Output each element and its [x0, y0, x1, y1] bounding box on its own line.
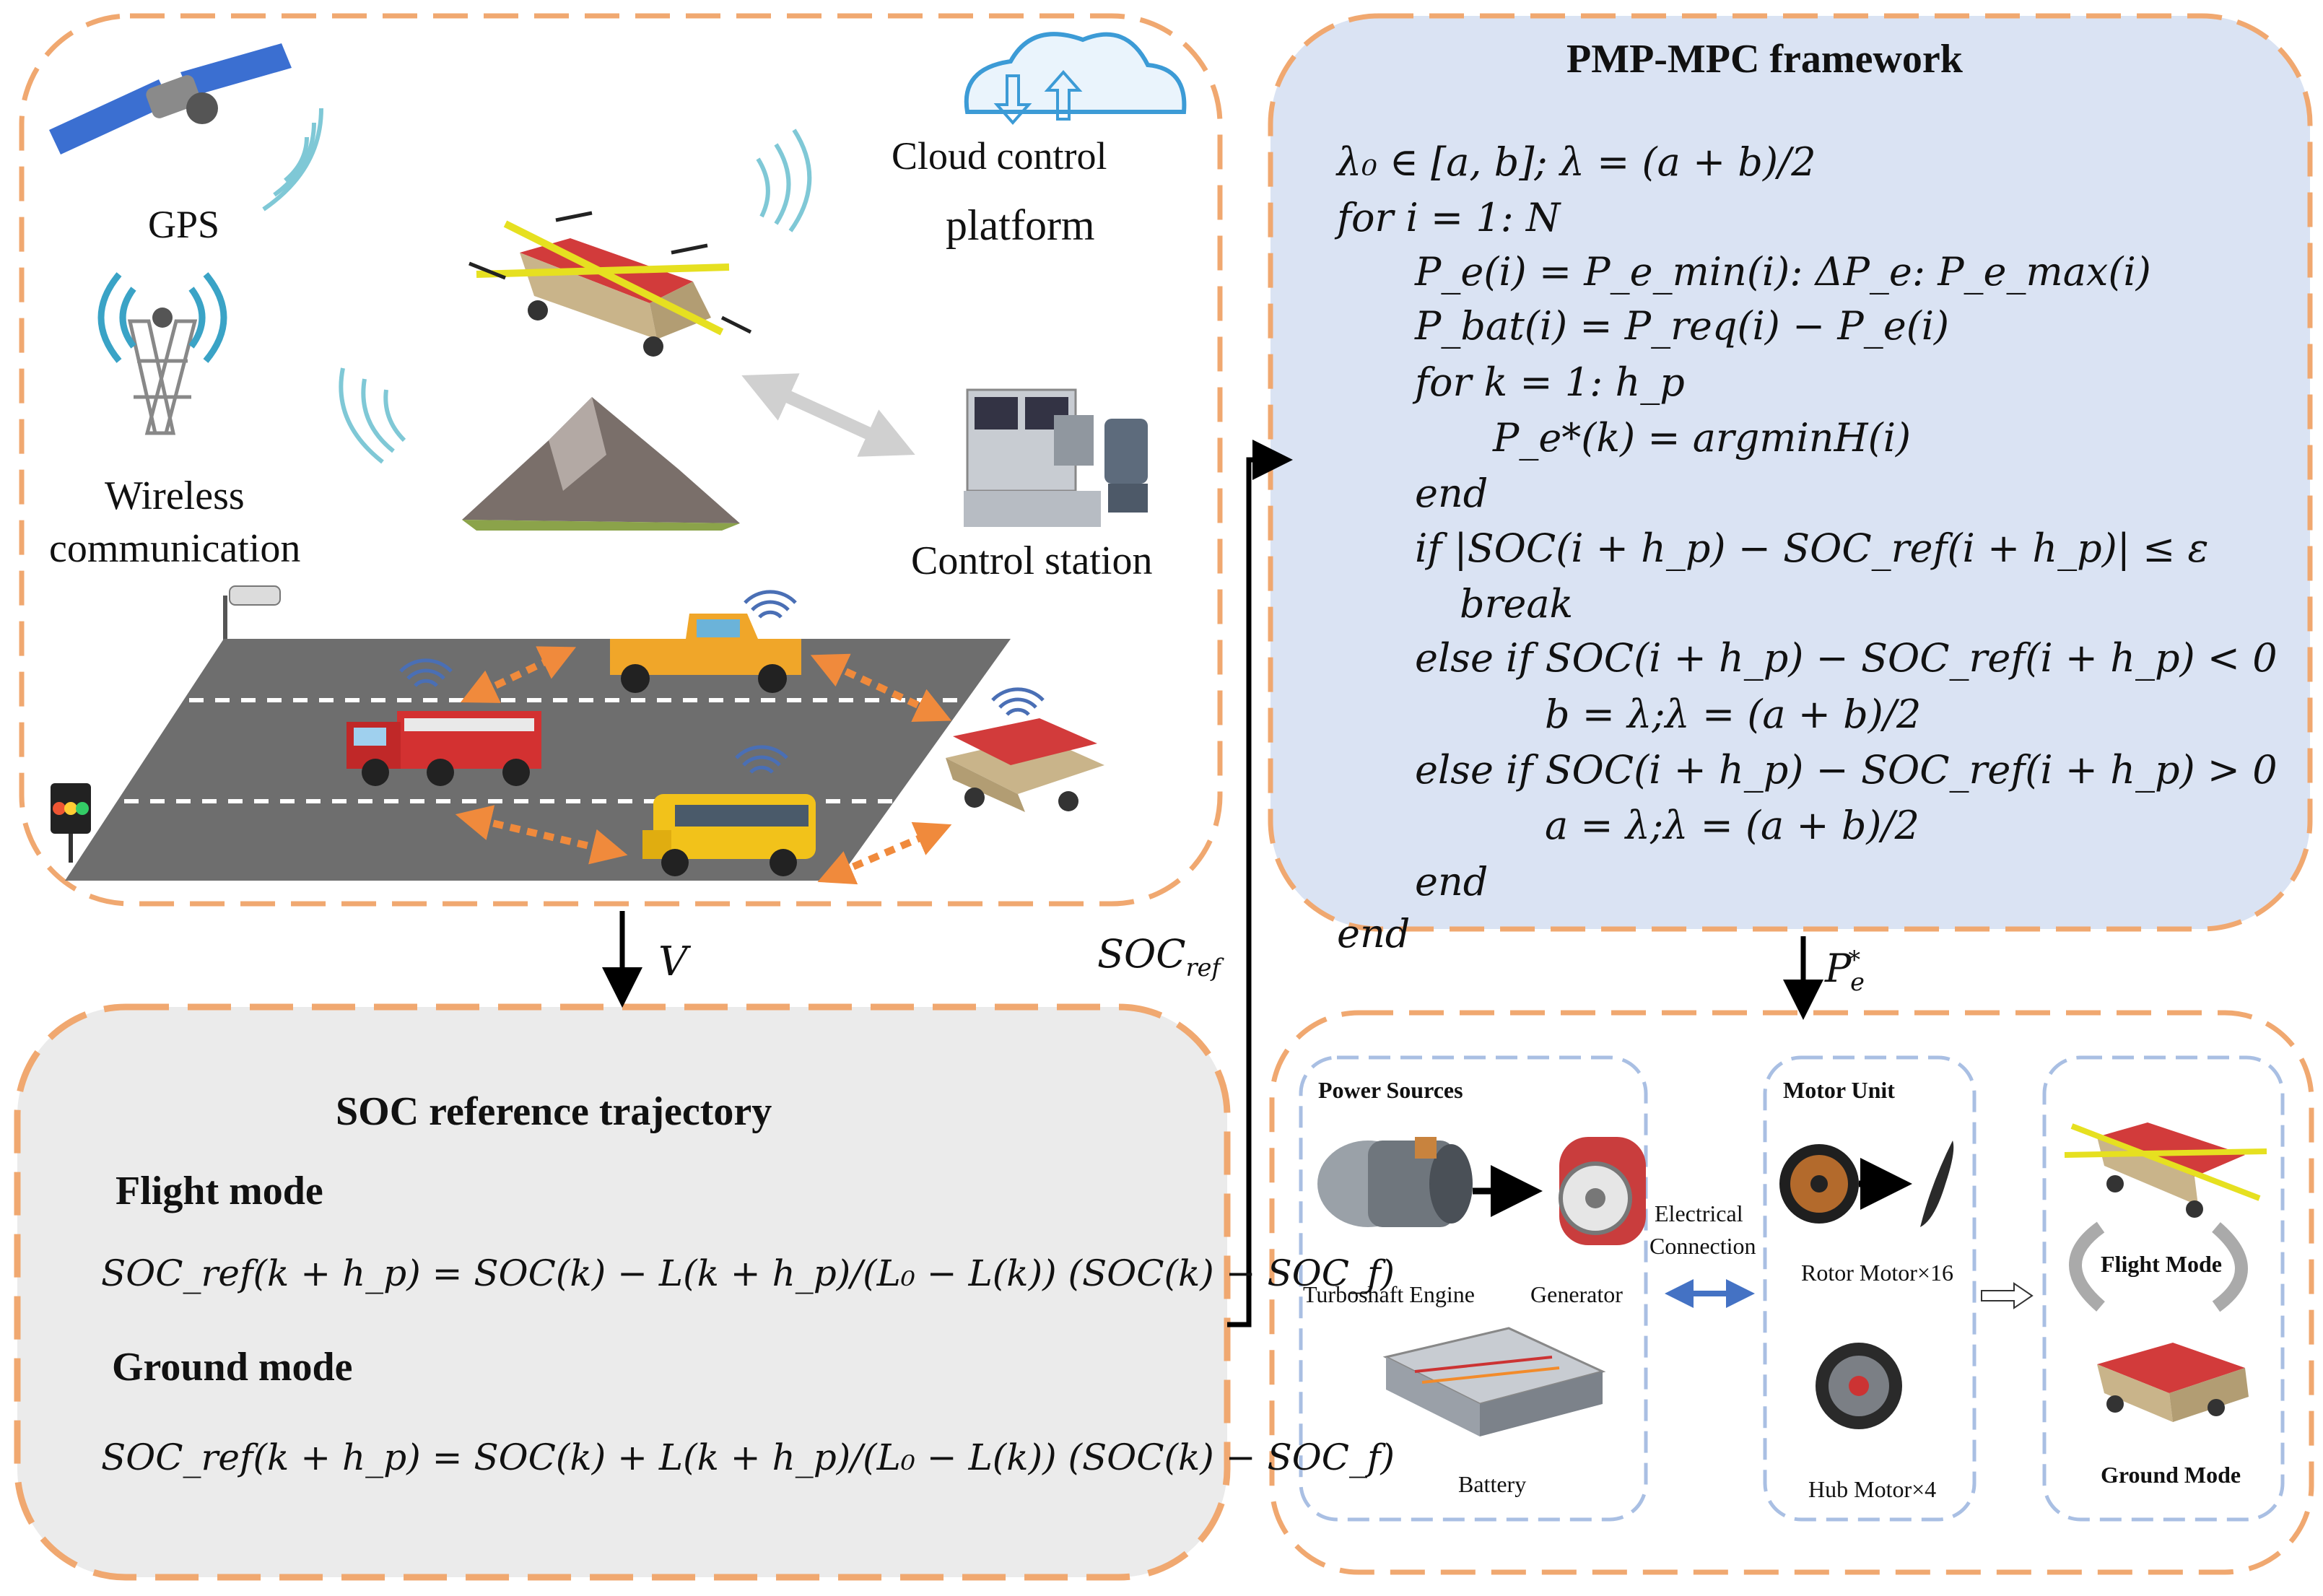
traffic-light-icon — [51, 783, 91, 863]
tower-icon — [97, 272, 227, 435]
power-sources-box — [1299, 1055, 1648, 1522]
mountain-icon — [462, 397, 740, 531]
battery-icon — [1382, 1327, 1606, 1436]
soc-ground-equation: SOC_ref(k + h_p) = SOC(k) + L(k + h_p)/(… — [101, 1436, 1395, 1478]
to-mode-arrow — [1981, 1282, 2034, 1309]
ground-car-icon — [946, 718, 1104, 812]
generator-label: Generator — [1530, 1281, 1623, 1307]
mode-cycle-arrow-right — [2212, 1222, 2248, 1312]
pmp-line-11: b = λ;λ = (a + b)/2 — [1545, 692, 1922, 737]
satellite-icon — [49, 43, 292, 154]
generator-icon — [1559, 1137, 1646, 1245]
mode-cycle-arrow-left — [2069, 1221, 2105, 1312]
pmp-line-14: end — [1415, 859, 1489, 904]
wireless-label-line2: communication — [49, 526, 301, 571]
pmp-line-4: P_bat(i) = P_req(i) − P_e(i) — [1415, 303, 1950, 349]
pmp-line-1: λ₀ ∈ [a, b]; λ = (a + b)/2 — [1337, 139, 1816, 185]
pmp-line-12: else if SOC(i + h_p) − SOC_ref(i + h_p) … — [1415, 747, 2278, 793]
pe-sup: * — [1848, 946, 1861, 974]
v2v-arrows — [455, 646, 952, 885]
soc-ground-mode-label: Ground mode — [112, 1345, 353, 1390]
pmp-line-13: a = λ;λ = (a + b)/2 — [1545, 803, 1920, 848]
pmp-line-5: for k = 1: h_p — [1415, 359, 1685, 405]
cloud-label-line1: Cloud control — [892, 134, 1107, 178]
hub-motor-icon — [1816, 1343, 1902, 1429]
mode-flying-car-icon — [2064, 1122, 2267, 1218]
power-sources-label: Power Sources — [1318, 1077, 1463, 1103]
motor-unit-label: Motor Unit — [1783, 1077, 1895, 1103]
pickup-truck-icon — [610, 614, 801, 693]
rotor-motor-icon — [1779, 1141, 1954, 1227]
soc-ref-sub: ref — [1185, 953, 1221, 982]
ground-mode-label: Ground Mode — [2101, 1462, 2241, 1488]
soc-ref-text: SOC — [1097, 931, 1186, 977]
electrical-label-1: Electrical — [1655, 1200, 1743, 1226]
pmp-line-9: break — [1460, 581, 1574, 627]
soc-flight-equation: SOC_ref(k + h_p) = SOC(k) − L(k + h_p)/(… — [101, 1252, 1395, 1294]
turboshaft-engine-icon — [1317, 1137, 1473, 1227]
soc-ref-label: SOCref — [1097, 931, 1221, 982]
pmp-line-2: for i = 1: N — [1337, 195, 1561, 240]
cloud-icon — [964, 32, 1187, 126]
pe-text: P — [1825, 946, 1852, 991]
motor-unit-box — [1763, 1055, 1976, 1522]
wifi-icons — [399, 590, 1045, 774]
soc-ref-arrow — [1227, 440, 1293, 1327]
rotor-motor-label: Rotor Motor×16 — [1801, 1260, 1953, 1286]
pmp-line-3: P_e(i) = P_e_min(i): ΔP_e: P_e_max(i) — [1415, 249, 2151, 295]
signal-waves-icon — [262, 108, 812, 464]
flight-mode-label: Flight Mode — [2101, 1251, 2222, 1277]
mode-ground-car-icon — [2097, 1343, 2249, 1422]
gps-label: GPS — [148, 203, 220, 246]
fire-truck-icon — [347, 711, 541, 786]
link-arrow — [741, 373, 915, 457]
hub-motor-label: Hub Motor×4 — [1808, 1476, 1937, 1502]
cloud-label-line2: platform — [946, 201, 1095, 249]
control-station-label: Control station — [911, 538, 1153, 583]
camera-icon — [223, 585, 281, 650]
soc-title: SOC reference trajectory — [336, 1089, 772, 1134]
v-label: V — [658, 938, 688, 985]
wireless-label-line1: Wireless — [105, 474, 245, 518]
mode-box — [2042, 1055, 2285, 1522]
pmp-line-8: if |SOC(i + h_p) − SOC_ref(i + h_p)| ≤ ε — [1415, 526, 2209, 571]
control-station-icon — [964, 388, 1148, 527]
pmp-title: PMP-MPC framework — [1566, 37, 1963, 82]
soc-flight-mode-label: Flight mode — [116, 1169, 323, 1213]
flying-car-icon — [468, 211, 752, 357]
pe-sub: e — [1850, 967, 1865, 996]
electrical-label-2: Connection — [1649, 1233, 1756, 1259]
turboshaft-label: Turboshaft Engine — [1303, 1281, 1475, 1307]
pmp-line-6: P_e*(k) = argminH(i) — [1493, 415, 1912, 461]
pe-label: P*e — [1825, 946, 1878, 996]
pmp-line-10: else if SOC(i + h_p) − SOC_ref(i + h_p) … — [1415, 635, 2278, 681]
pmp-line-7: end — [1415, 471, 1489, 516]
pmp-line-15: end — [1337, 911, 1411, 956]
school-bus-icon — [642, 794, 816, 876]
battery-label: Battery — [1458, 1471, 1527, 1497]
